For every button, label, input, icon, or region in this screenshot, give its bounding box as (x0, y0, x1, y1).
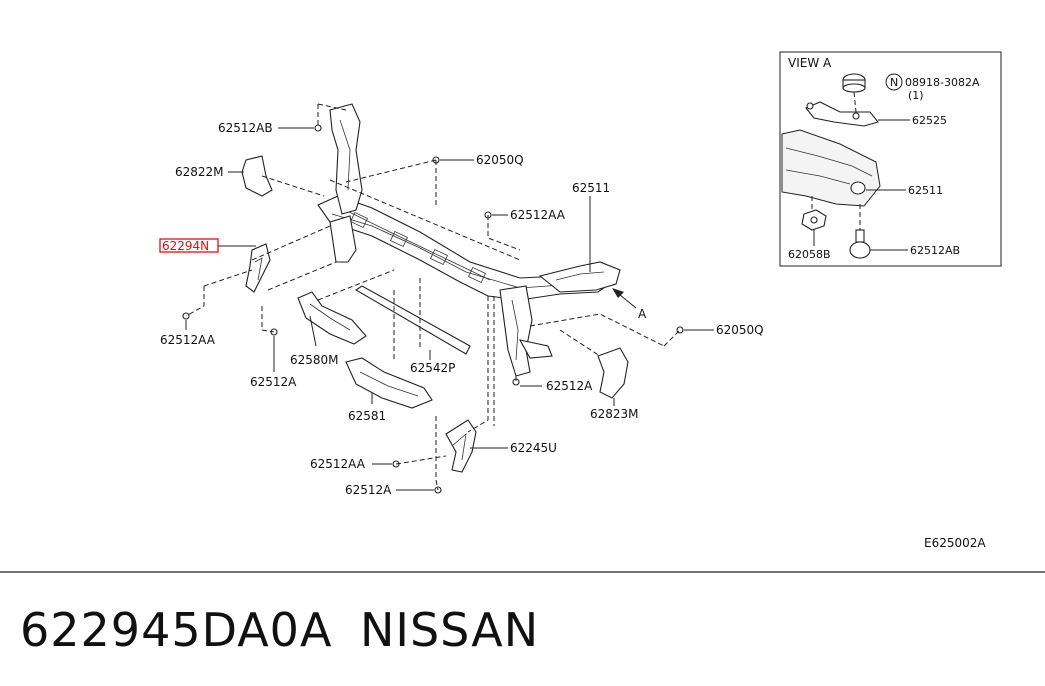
label-62050Q-right: 62050Q (716, 323, 764, 337)
small-parts (182, 124, 684, 494)
label-62542P: 62542P (410, 361, 455, 375)
label-62512A-left: 62512A (250, 375, 297, 389)
label-62823M: 62823M (590, 407, 639, 421)
assembly-lines (185, 103, 681, 491)
view-arrow-label: A (638, 307, 647, 321)
part-labels: 62512AB 62822M 62294N 62512AA 62512A 625… (159, 121, 764, 497)
part-62822M (241, 155, 273, 197)
view-label-62512AB: 62512AB (910, 244, 960, 257)
drawing-code: E625002A (924, 536, 986, 550)
label-62512AA-left: 62512AA (160, 333, 216, 347)
highlight-box (159, 238, 219, 253)
label-62511: 62511 (572, 181, 610, 195)
core-support-assembly (317, 103, 621, 377)
view-a-inset: VIEW A N 08918-3082A (1) 62525 62511 620… (779, 51, 1002, 267)
label-62581: 62581 (348, 409, 386, 423)
view-label-62511: 62511 (908, 184, 943, 197)
part-62245U (445, 419, 477, 473)
part-62542P (354, 285, 471, 355)
view-label-62525: 62525 (912, 114, 947, 127)
part-62294N (245, 243, 271, 293)
part-62823M (597, 347, 629, 399)
label-62580M: 62580M (290, 353, 339, 367)
label-62512AA-low: 62512AA (310, 457, 366, 471)
label-62512A-low: 62512A (345, 483, 392, 497)
label-62512AA-mid: 62512AA (510, 208, 566, 222)
footer-part-number: 622945DA0A (20, 603, 332, 657)
leader-lines (185, 127, 714, 491)
view-label-qty: (1) (908, 89, 924, 102)
view-label-08918: 08918-3082A (905, 76, 980, 89)
label-62512AB: 62512AB (218, 121, 273, 135)
label-62050Q-top: 62050Q (476, 153, 524, 167)
view-title: VIEW A (788, 56, 832, 70)
footer-brand: NISSAN (360, 603, 539, 657)
part-62580M (297, 291, 367, 345)
label-62512A-mid: 62512A (546, 379, 593, 393)
view-label-62058B: 62058B (788, 248, 831, 261)
part-62581 (345, 357, 433, 409)
view-a-arrow: A (612, 288, 647, 321)
label-62294N: 62294N (162, 239, 209, 253)
label-62822M: 62822M (175, 165, 224, 179)
nut-n-marker: N (890, 76, 898, 89)
label-62245U: 62245U (510, 441, 557, 455)
